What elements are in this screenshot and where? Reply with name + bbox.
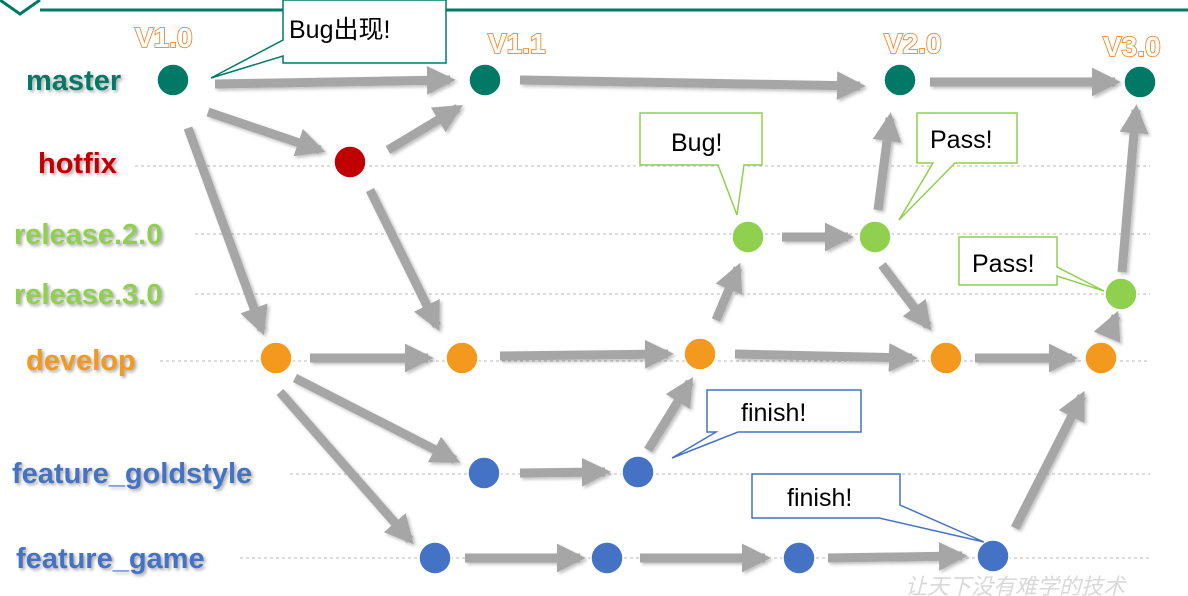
arrow-develop-2-to-3 <box>499 339 674 369</box>
node-develop-2 <box>445 341 479 375</box>
callout-finish-game-text: finish! <box>787 484 852 512</box>
version-label-v1-1: V1.1 <box>488 28 546 59</box>
arrow-develop-to-feature-game <box>276 389 414 545</box>
callout-pass-release-3: Pass! <box>958 236 1105 292</box>
branch-label-hotfix: hotfix <box>38 148 117 180</box>
callout-bug-text: Bug! <box>671 129 722 157</box>
arrow-master-v1-to-v1-1 <box>214 65 456 95</box>
arrow-feature-goldstyle-to-develop <box>644 377 694 453</box>
node-release-2-2 <box>858 220 892 254</box>
node-develop-5 <box>1084 341 1118 375</box>
arrow-feature-goldstyle-1-to-2 <box>519 457 611 487</box>
callout-pass-release-3-text: Pass! <box>972 250 1035 278</box>
arrow-develop-3-to-4 <box>734 343 918 372</box>
callout-finish-game: finish! <box>751 473 985 543</box>
node-feature-goldstyle-1 <box>467 456 501 490</box>
node-feature-game-4 <box>976 539 1010 573</box>
branch-label-master: master <box>26 65 121 97</box>
version-label-v1-0: V1.0 <box>135 22 193 53</box>
branch-label-feature-goldstyle: feature_goldstyle <box>12 458 252 490</box>
callout-finish-goldstyle: finish! <box>671 389 862 459</box>
node-master-v2-0 <box>883 63 917 97</box>
node-release-2-1 <box>731 220 765 254</box>
arrow-hotfix-to-develop <box>365 188 442 332</box>
arrow-feature-game-3-to-4 <box>827 541 968 571</box>
callout-pass-release-2: Pass! <box>898 112 1018 221</box>
node-feature-goldstyle-2 <box>621 455 655 489</box>
node-develop-4 <box>929 341 963 375</box>
branch-labels: master hotfix release.2.0 release.3.0 de… <box>12 65 252 575</box>
arrow-develop-to-release-2 <box>711 262 743 322</box>
arrow-master-to-develop <box>183 126 268 336</box>
callout-pass-release-2-text: Pass! <box>930 126 993 154</box>
arrow-release-2-to-develop <box>878 262 932 331</box>
watermark-text: 让天下没有难学的技术 <box>905 575 1127 596</box>
callout-finish-goldstyle-text: finish! <box>741 399 806 427</box>
node-master-v1-1 <box>468 63 502 97</box>
branch-label-release-3: release.3.0 <box>14 279 162 311</box>
callout-bug-found: Bug出现! <box>210 0 447 79</box>
arrow-feature-game-to-develop <box>1010 390 1087 531</box>
node-feature-game-3 <box>782 541 816 575</box>
top-frame <box>0 0 1188 16</box>
arrow-develop-to-feature-goldstyle <box>292 373 461 465</box>
node-release-3 <box>1104 277 1138 311</box>
node-master-v1-0 <box>156 63 190 97</box>
commit-arrows <box>183 65 1149 573</box>
node-develop-1 <box>259 341 293 375</box>
version-label-v2-0: V2.0 <box>884 28 942 59</box>
callout-bug-found-text: Bug出现! <box>289 16 390 44</box>
arrow-release-2-to-master <box>872 112 902 211</box>
branch-label-release-2: release.2.0 <box>14 219 162 251</box>
node-hotfix <box>333 145 367 179</box>
arrow-master-to-hotfix <box>206 107 326 157</box>
arrow-master-v1-1-to-v2 <box>519 71 866 100</box>
arrow-hotfix-to-master <box>385 104 463 154</box>
arrow-develop-to-release-3 <box>1093 310 1121 343</box>
node-develop-3 <box>683 337 717 371</box>
node-master-v3-0 <box>1123 65 1157 99</box>
version-label-v3-0: V3.0 <box>1103 31 1161 62</box>
node-feature-game-1 <box>418 541 452 575</box>
arrow-release-3-to-master <box>1117 104 1149 273</box>
node-feature-game-2 <box>590 541 624 575</box>
version-labels: V1.0 V1.1 V2.0 V3.0 <box>134 21 1161 63</box>
callout-bug: Bug! <box>639 112 763 216</box>
commit-nodes <box>156 63 1157 575</box>
branch-label-develop: develop <box>26 345 136 377</box>
branch-label-feature-game: feature_game <box>16 543 205 575</box>
